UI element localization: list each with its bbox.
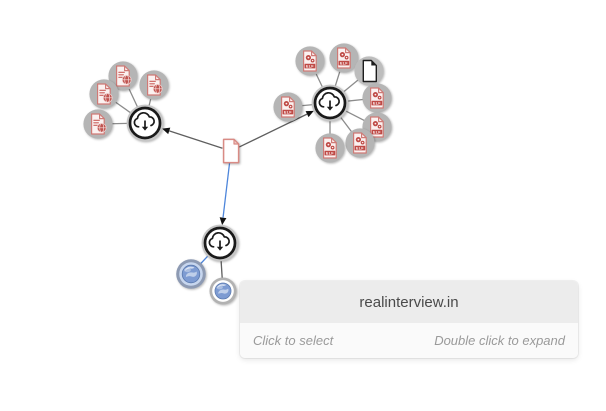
svg-text:ELF: ELF	[306, 64, 314, 68]
tooltip-hint-select: Click to select	[253, 333, 334, 348]
graph-edge	[339, 116, 353, 133]
node-url-c[interactable]	[89, 79, 119, 109]
graph-edge	[346, 98, 365, 102]
node-domain-selected[interactable]	[176, 259, 206, 289]
url-document-icon	[139, 70, 169, 100]
domain-globe-icon	[209, 277, 237, 305]
edge-arrowhead	[162, 127, 171, 135]
elf-executable-icon: ELF	[362, 83, 392, 113]
graph-edge	[300, 103, 314, 107]
url-document-icon	[108, 61, 138, 91]
graph-edge	[315, 72, 324, 88]
url-document-icon	[89, 79, 119, 109]
node-elf-e[interactable]: ELF	[345, 128, 375, 158]
svg-text:ELF: ELF	[326, 151, 334, 155]
svg-text:ELF: ELF	[373, 130, 381, 134]
elf-executable-icon: ELF	[295, 46, 325, 76]
node-elf-a[interactable]: ELF	[295, 46, 325, 76]
svg-text:ELF: ELF	[340, 61, 348, 65]
svg-text:ELF: ELF	[284, 110, 292, 114]
node-cloud-bottom[interactable]	[201, 224, 239, 262]
graph-edge	[220, 259, 223, 280]
node-elf-g[interactable]: ELF	[273, 92, 303, 122]
node-domain-b[interactable]	[209, 277, 237, 305]
node-elf-b[interactable]: ELF	[329, 43, 359, 73]
node-cloud-left[interactable]	[126, 104, 164, 142]
cloud-download-icon	[201, 224, 239, 262]
node-elf-f[interactable]: ELF	[315, 133, 345, 163]
node-elf-c[interactable]: ELF	[362, 83, 392, 113]
graph-edge	[222, 159, 231, 218]
graph-edge	[342, 78, 360, 93]
file-document-icon	[221, 138, 241, 164]
file-document-icon	[354, 56, 384, 86]
graph-edge	[114, 100, 132, 114]
node-file-root[interactable]	[221, 138, 241, 164]
graph-edge	[199, 254, 209, 265]
tooltip-hints: Click to select Double click to expand	[240, 323, 578, 358]
node-url-d[interactable]	[83, 109, 113, 139]
cloud-download-icon	[311, 84, 349, 122]
graph-edge	[169, 130, 223, 149]
graph-edge	[344, 110, 366, 122]
graph-edge	[334, 70, 341, 87]
elf-executable-icon: ELF	[345, 128, 375, 158]
graph-edge	[238, 113, 308, 148]
edge-arrowhead	[219, 217, 227, 226]
edge-arrowhead	[305, 110, 314, 118]
svg-text:ELF: ELF	[356, 146, 364, 150]
url-document-icon	[83, 109, 113, 139]
node-url-b[interactable]	[139, 70, 169, 100]
elf-executable-icon: ELF	[329, 43, 359, 73]
node-url-a[interactable]	[108, 61, 138, 91]
cloud-download-icon	[126, 104, 164, 142]
elf-executable-icon: ELF	[315, 133, 345, 163]
node-doc-plain[interactable]	[354, 56, 384, 86]
tooltip-hint-expand: Double click to expand	[434, 333, 565, 348]
graph-edge	[127, 87, 139, 108]
elf-executable-icon: ELF	[273, 92, 303, 122]
node-cloud-right[interactable]	[311, 84, 349, 122]
tooltip-title: realinterview.in	[240, 281, 578, 323]
node-tooltip: realinterview.in Click to select Double …	[240, 281, 578, 358]
svg-text:ELF: ELF	[373, 101, 381, 105]
domain-globe-icon	[176, 259, 206, 289]
